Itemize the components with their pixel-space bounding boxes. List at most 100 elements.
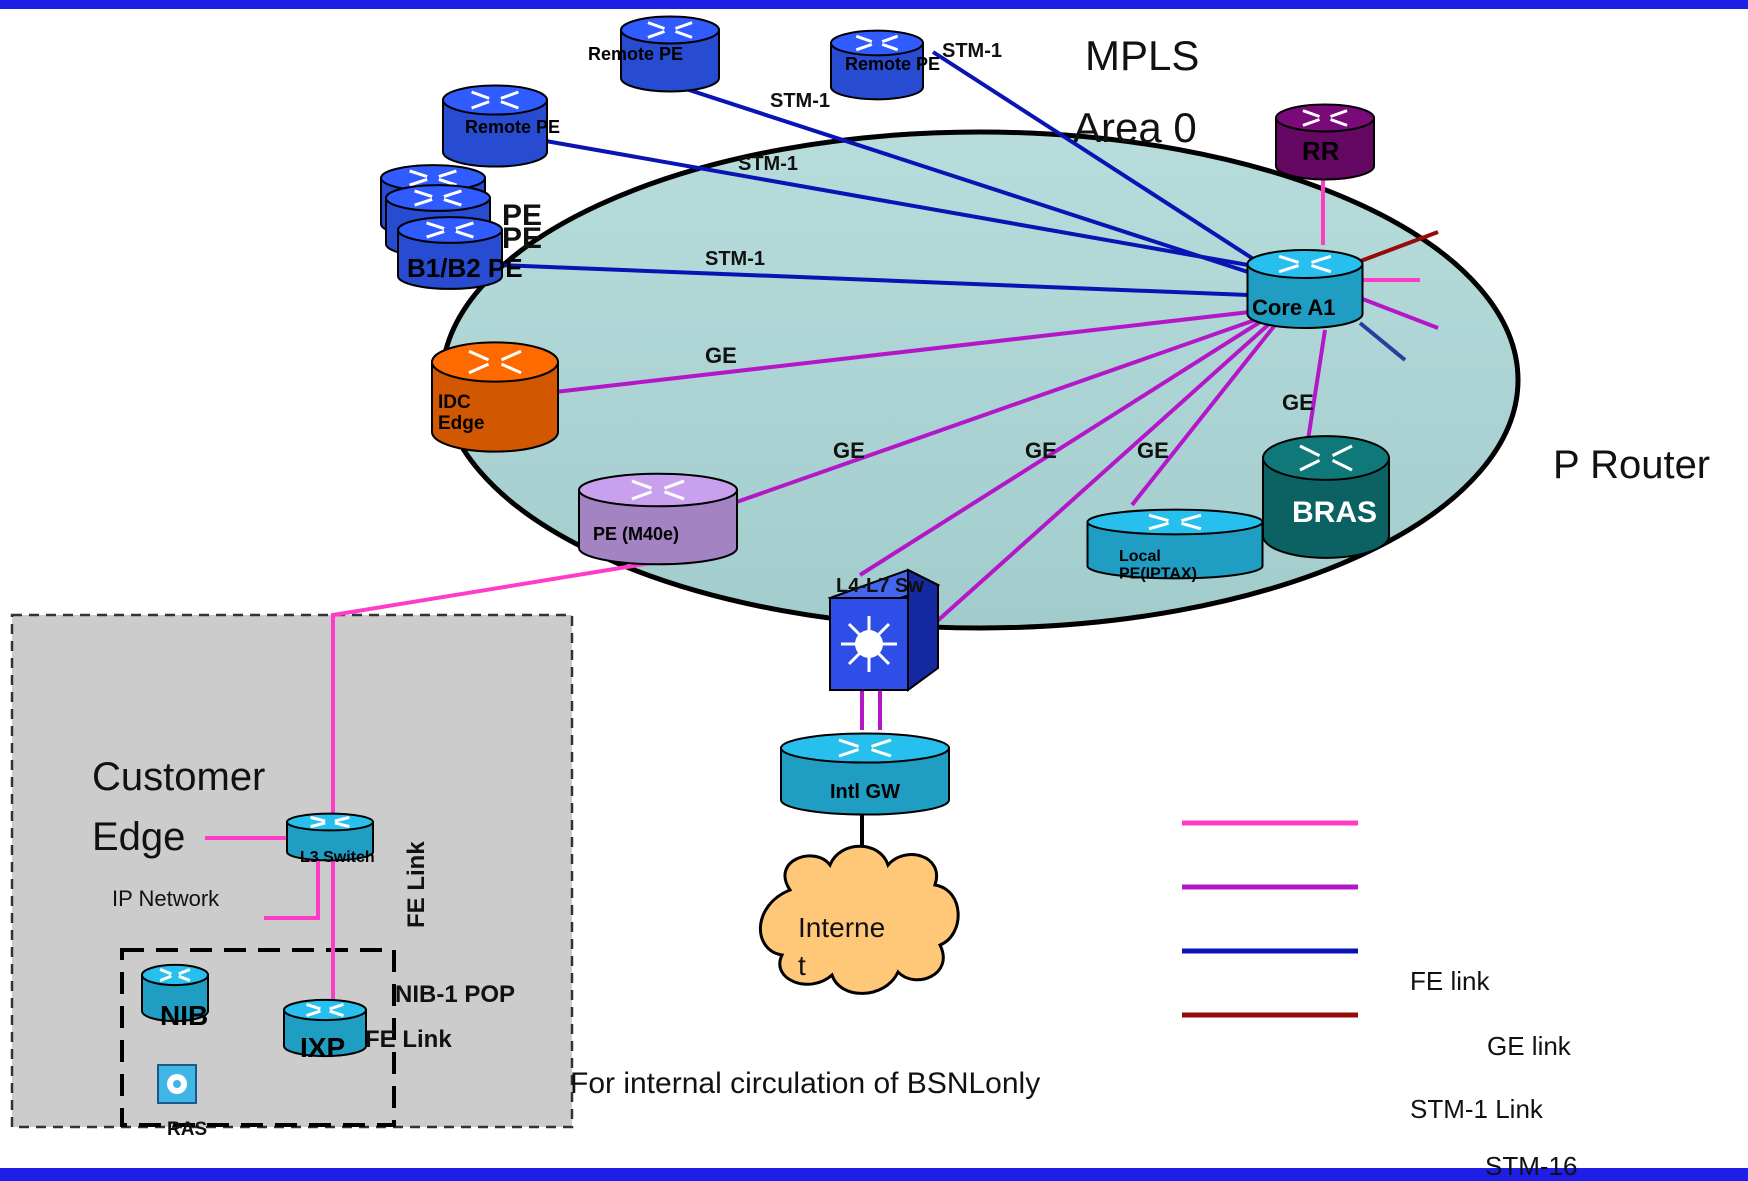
l3-switch-router-label: L3 Switch bbox=[300, 849, 375, 866]
idc-edge-router-label-1: IDC bbox=[438, 392, 471, 413]
ras-icon bbox=[157, 1064, 197, 1104]
ip-network-label: IP Network bbox=[112, 886, 220, 911]
ixp-router-label: IXP bbox=[300, 1032, 345, 1063]
remote-pe-router-3-arrows-icon bbox=[471, 90, 519, 110]
local-pe-router-arrows-icon bbox=[1148, 513, 1202, 531]
stm1-label-d: STM-1 bbox=[705, 248, 765, 270]
legend-label-ge: GE link bbox=[1487, 1031, 1572, 1061]
link-core-stub-stm16 bbox=[1357, 230, 1439, 264]
core-a1-router-arrows-icon bbox=[1278, 254, 1332, 274]
nib-router bbox=[141, 963, 209, 1023]
stm1-label-b: STM-1 bbox=[770, 90, 830, 112]
link-core-stub-stm1 bbox=[1358, 321, 1407, 362]
stm1-links bbox=[497, 50, 1407, 362]
legend-label-fe: FE link bbox=[1410, 966, 1490, 996]
link-l4l7-a bbox=[858, 320, 1262, 577]
mpls-title: MPLS bbox=[1085, 32, 1199, 79]
remote-pe-router-1-label: Remote PE bbox=[588, 44, 683, 64]
pe-m40e-router-label: PE (M40e) bbox=[593, 524, 679, 544]
ge-links bbox=[554, 296, 1439, 730]
link-local-pe bbox=[1130, 323, 1277, 507]
link-idc bbox=[554, 310, 1251, 394]
remote-pe-router-1 bbox=[620, 15, 720, 93]
local-pe-router bbox=[1086, 508, 1264, 580]
ras-label: RAS bbox=[167, 1119, 207, 1140]
legend-label-stm1: STM-1 Link bbox=[1410, 1094, 1544, 1124]
core-a1-router bbox=[1246, 249, 1364, 329]
bottom-frame-bar bbox=[0, 1168, 1748, 1181]
intl-gw-router bbox=[780, 732, 950, 816]
idc-edge-router-arrows-icon bbox=[468, 349, 522, 375]
b1b2-pe-shadow-label-2: PE bbox=[502, 222, 542, 255]
remote-pe-router-2-label: Remote PE bbox=[845, 54, 940, 74]
link-remote-pe-1 bbox=[636, 71, 1249, 274]
local-pe-router-label-1: Local bbox=[1119, 548, 1161, 565]
b1b2-pe-router bbox=[397, 216, 503, 290]
ixp-router-arrows-icon bbox=[306, 1003, 344, 1017]
idc-edge-router-label-2: Edge bbox=[438, 413, 484, 434]
ge-label-e: GE bbox=[1282, 390, 1314, 415]
link-l4l7-b bbox=[923, 323, 1270, 634]
intl-gw-router-label: Intl GW bbox=[830, 781, 900, 803]
fe-link-label: FE Link bbox=[365, 1026, 452, 1053]
top-frame-bar bbox=[0, 0, 1748, 9]
link-core-stub-ge bbox=[1359, 296, 1439, 330]
remote-pe-router-2 bbox=[830, 29, 924, 101]
l3-switch-router bbox=[286, 812, 374, 862]
stm1-label-c: STM-1 bbox=[738, 153, 798, 175]
ge-label-d: GE bbox=[1137, 438, 1169, 463]
intl-gw-router-arrows-icon bbox=[838, 738, 892, 758]
fe-link-vertical-label: FE Link bbox=[403, 841, 430, 928]
bras-router bbox=[1262, 435, 1390, 559]
link-bras bbox=[1306, 329, 1327, 441]
rr-router-arrows-icon bbox=[1302, 109, 1348, 127]
rr-router bbox=[1275, 103, 1375, 181]
ge-label-b: GE bbox=[833, 438, 865, 463]
ge-label-c: GE bbox=[1025, 438, 1057, 463]
remote-pe-router-3 bbox=[442, 84, 548, 168]
nib-router-arrows-icon bbox=[159, 968, 191, 982]
remote-pe-router-2-arrows-icon bbox=[855, 34, 899, 52]
link-pe-m40e bbox=[727, 318, 1256, 507]
link-pe-m40e-l3 bbox=[331, 553, 701, 835]
bras-router-label: BRAS bbox=[1292, 496, 1377, 529]
customer-title: Customer bbox=[92, 755, 265, 799]
pe-m40e-router bbox=[578, 472, 738, 566]
nib-router-label: NIB bbox=[160, 1000, 208, 1031]
b1b2-pe-router-label: B1/B2 PE bbox=[407, 253, 523, 283]
rr-router-label: RR bbox=[1302, 136, 1340, 166]
edge-title: Edge bbox=[92, 815, 185, 859]
legend: FE link GE link STM-1 Link STM-16 bbox=[1182, 820, 1577, 1181]
area-title: Area 0 bbox=[1073, 104, 1197, 151]
l3-switch-router-arrows-icon bbox=[310, 815, 350, 829]
b1b2-pe-shadow-label-1: PE bbox=[502, 199, 542, 232]
internet-cloud bbox=[758, 844, 960, 995]
local-pe-router-label-2: PE(IPTAX) bbox=[1119, 566, 1197, 583]
b1b2-pe-router-back-2-arrows-icon bbox=[414, 189, 462, 207]
pe-m40e-router-arrows-icon bbox=[631, 479, 685, 501]
ixp-router bbox=[283, 998, 367, 1058]
core-a1-router-label: Core A1 bbox=[1252, 295, 1336, 320]
idc-edge-router bbox=[431, 341, 559, 453]
link-remote-pe-3 bbox=[539, 138, 1249, 267]
b1b2-pe-router-back-1-arrows-icon bbox=[409, 169, 457, 187]
fe-links bbox=[205, 168, 1420, 1000]
ge-label-a: GE bbox=[705, 343, 737, 368]
footer-text: For internal circulation of BSNLonly bbox=[570, 1067, 1040, 1100]
internet-label-2: t bbox=[798, 950, 806, 981]
remote-pe-router-3-label: Remote PE bbox=[465, 117, 560, 137]
remote-pe-router-1-arrows-icon bbox=[647, 21, 693, 39]
bras-router-arrows-icon bbox=[1299, 444, 1353, 472]
link-remote-pe-2 bbox=[931, 50, 1260, 264]
stm1-label-a: STM-1 bbox=[942, 40, 1002, 62]
link-b1b2-pe bbox=[497, 263, 1249, 297]
nib-pop-label: NIB-1 POP bbox=[395, 981, 515, 1008]
internet-label-1: Interne bbox=[798, 912, 885, 943]
legend-label-stm16: STM-16 bbox=[1485, 1151, 1577, 1181]
p-router-title: P Router bbox=[1553, 443, 1710, 487]
b1b2-pe-router-arrows-icon bbox=[426, 221, 474, 239]
nib-pop-box bbox=[120, 948, 396, 1127]
l4l7-label: L4-L7 Sw bbox=[836, 575, 924, 597]
